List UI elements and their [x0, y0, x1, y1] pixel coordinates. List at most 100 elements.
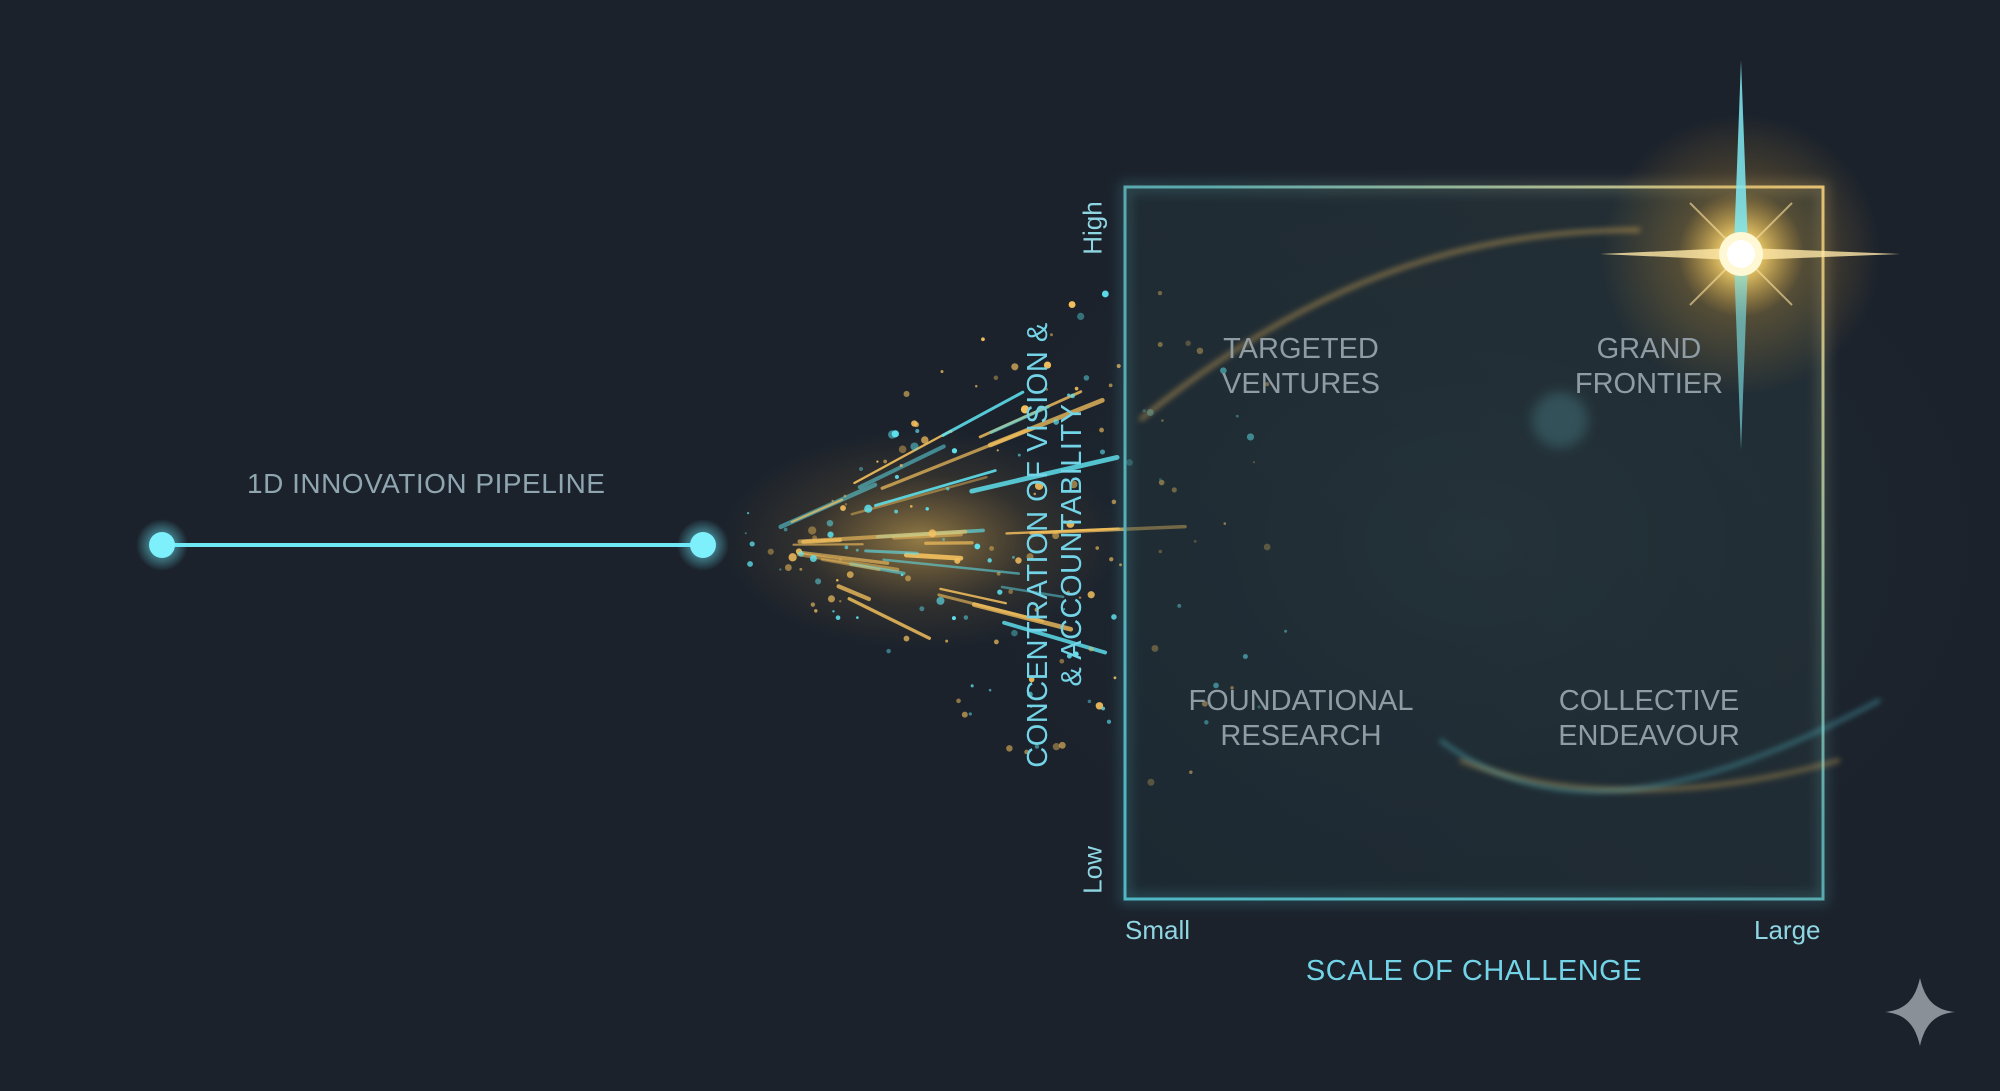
particle [993, 375, 999, 381]
quadrant-label-line: COLLECTIVE [1558, 685, 1740, 717]
particle [1063, 608, 1066, 611]
particle [827, 531, 834, 538]
particle [956, 698, 961, 704]
particle [1008, 589, 1014, 595]
particle [963, 615, 969, 620]
star-burst-icon [1532, 60, 1900, 450]
light-streak [836, 584, 871, 602]
sparkle-icon [1885, 978, 1955, 1046]
light-streak [1000, 585, 1065, 599]
particle [1058, 741, 1066, 749]
particle [839, 558, 842, 561]
quadrant-label-line: FRONTIER [1574, 368, 1724, 400]
particle [936, 596, 945, 605]
particle [812, 535, 818, 541]
particle [1034, 481, 1044, 491]
particle [1053, 419, 1060, 425]
particle [826, 519, 834, 527]
particle [951, 448, 958, 454]
particle [1088, 646, 1094, 652]
particle [749, 541, 755, 547]
particle [840, 505, 846, 511]
particle [1087, 699, 1092, 704]
particle [1067, 393, 1071, 397]
particle [968, 712, 972, 716]
particle [1083, 375, 1090, 381]
particle [988, 688, 992, 692]
particle [839, 600, 842, 603]
pipeline-end-node [690, 532, 716, 558]
particle [1070, 393, 1075, 399]
particle [814, 609, 818, 613]
particle [1052, 532, 1060, 540]
particle [915, 429, 920, 434]
particle [809, 555, 817, 562]
light-streak [864, 549, 919, 555]
y-axis-high-label: High [1077, 201, 1108, 255]
particle [846, 571, 854, 579]
particle [858, 466, 864, 472]
particle [843, 494, 847, 498]
particle [1029, 705, 1033, 709]
particle [1024, 749, 1029, 755]
particle [1011, 363, 1019, 371]
light-streak [847, 597, 932, 640]
particle [1011, 629, 1018, 637]
particle [1015, 557, 1022, 564]
particle [864, 504, 873, 513]
particle [1066, 653, 1072, 659]
particle [744, 532, 747, 535]
matrix-grid [1120, 182, 1828, 904]
particle [997, 589, 1003, 595]
particle [747, 561, 753, 567]
light-streak [790, 498, 844, 524]
particle [951, 616, 956, 621]
light-streak [971, 602, 1074, 632]
light-streak [873, 469, 997, 507]
particle [1095, 546, 1100, 550]
particle [1034, 607, 1039, 612]
particle [844, 545, 849, 550]
particle [1049, 333, 1053, 337]
particle [1063, 520, 1067, 524]
particle [1074, 386, 1079, 391]
y-axis-title: CONCENTRATION OF VISION & & ACCOUNTABILI… [1021, 322, 1089, 767]
particle [911, 420, 918, 427]
quadrant-label-line: RESEARCH [1220, 720, 1382, 752]
pipeline-start-node [149, 532, 175, 558]
particle [1106, 719, 1112, 724]
y-axis-title-line: CONCENTRATION OF VISION & [1022, 322, 1054, 768]
particle [831, 499, 834, 502]
particle [1073, 651, 1079, 657]
particle [891, 430, 899, 438]
particle-burst [720, 290, 1288, 786]
particle [961, 711, 968, 718]
particle [1059, 658, 1065, 664]
particle [993, 639, 999, 645]
particle [876, 460, 879, 463]
particle [1099, 427, 1104, 433]
particle [900, 573, 904, 577]
y-axis-title-line: & ACCOUNTABILITY [1056, 403, 1088, 687]
particle [783, 527, 788, 532]
light-streak [1002, 620, 1108, 655]
particle [903, 390, 910, 397]
particle [808, 526, 817, 535]
particle [975, 384, 978, 388]
light-streak [820, 558, 881, 572]
particle [1028, 676, 1035, 683]
particle [1077, 312, 1085, 321]
particle [746, 512, 750, 515]
particle [784, 564, 792, 571]
quadrant-label-line: ENDEAVOUR [1558, 720, 1740, 752]
particle [788, 553, 797, 562]
particle [1069, 480, 1078, 489]
particle [1116, 363, 1121, 369]
light-streak [882, 558, 1021, 575]
quadrant-label-line: TARGETED [1223, 333, 1379, 365]
quadrant-label-line: FOUNDATIONAL [1188, 685, 1414, 717]
particle [856, 616, 859, 619]
particle [987, 558, 992, 563]
particle [921, 436, 929, 444]
pipeline-label: 1D INNOVATION PIPELINE [247, 468, 606, 499]
